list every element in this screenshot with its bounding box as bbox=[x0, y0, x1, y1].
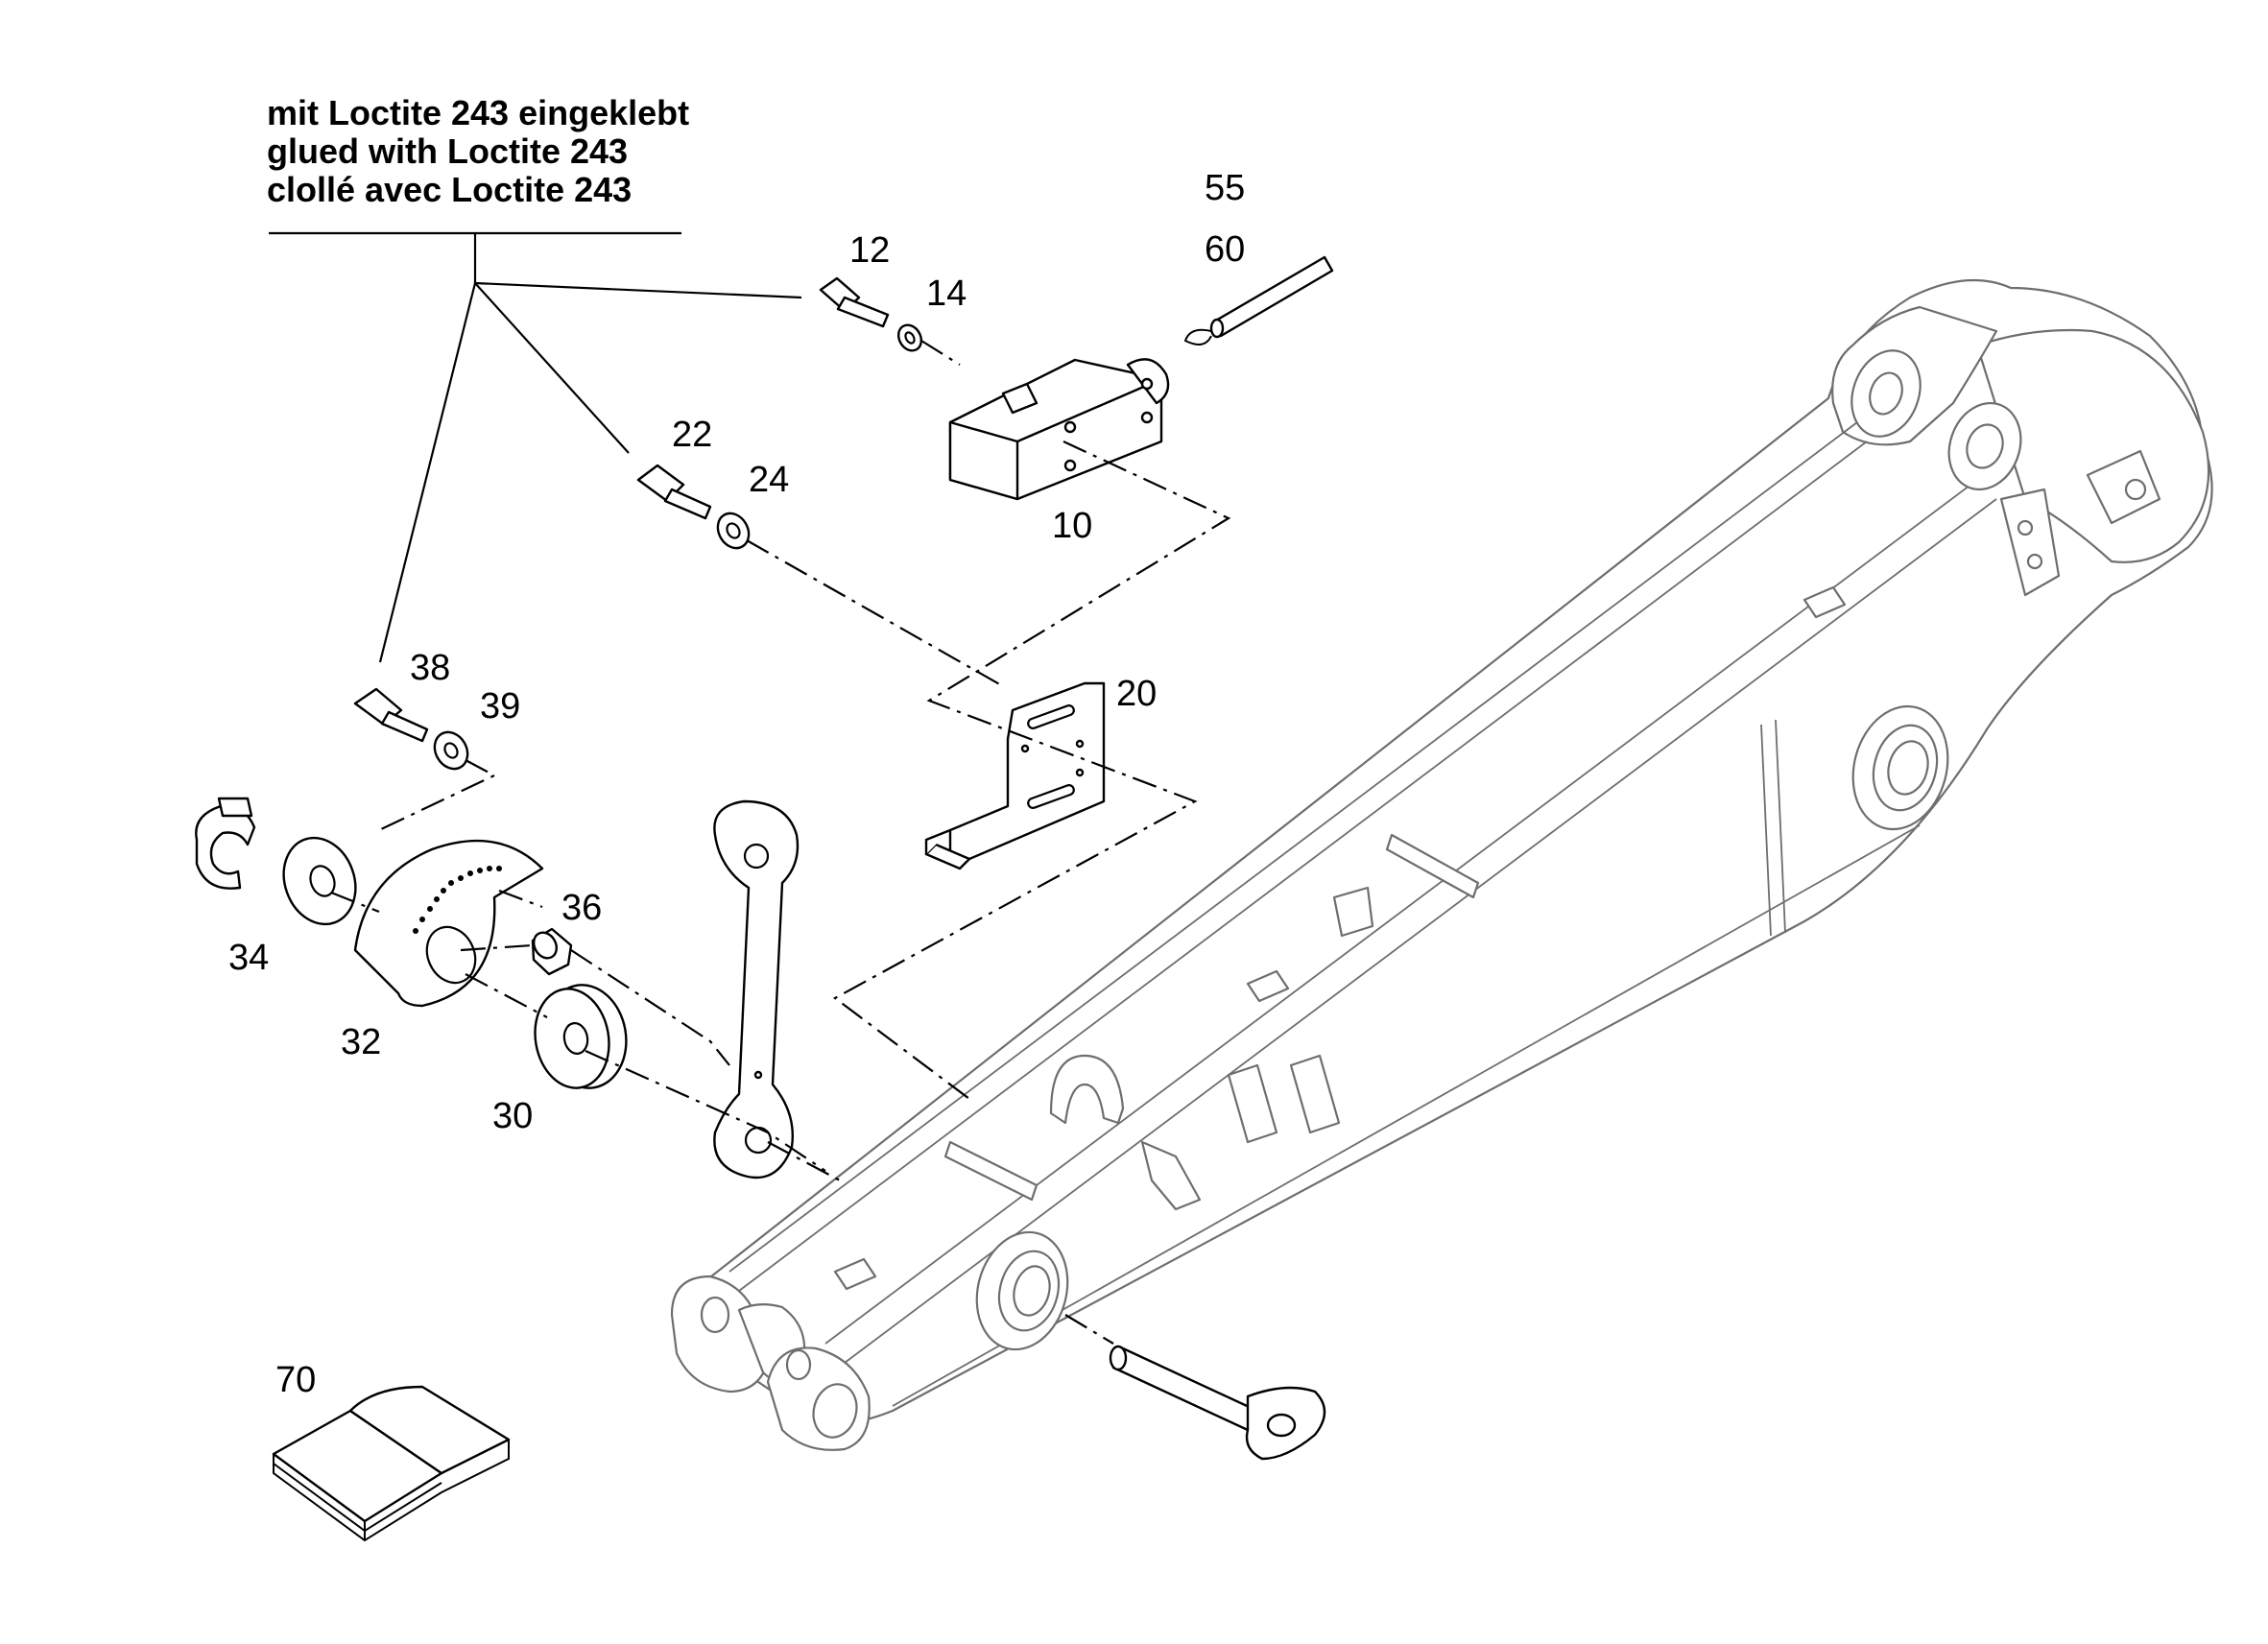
cable-part-55-60 bbox=[1183, 255, 1334, 345]
manual-book-part-70 bbox=[272, 1385, 511, 1542]
washer-part-39 bbox=[433, 730, 469, 771]
bolt-part-38 bbox=[353, 687, 429, 743]
label-24: 24 bbox=[749, 460, 789, 500]
label-38: 38 bbox=[410, 648, 450, 688]
label-22: 22 bbox=[672, 415, 712, 455]
label-10: 10 bbox=[1052, 506, 1092, 546]
washer-part-14 bbox=[896, 323, 923, 352]
bushing-part-36 bbox=[531, 927, 573, 976]
washer-part-24 bbox=[716, 512, 751, 550]
bolt-part-12 bbox=[819, 276, 890, 328]
clamp-part-34 bbox=[195, 797, 357, 926]
label-70: 70 bbox=[275, 1360, 316, 1400]
note-leaders bbox=[269, 231, 802, 663]
label-34: 34 bbox=[228, 938, 269, 978]
label-60: 60 bbox=[1205, 229, 1245, 270]
boom-arm bbox=[670, 278, 2213, 1451]
note-german: mit Loctite 243 eingeklebt bbox=[267, 93, 689, 132]
label-32: 32 bbox=[341, 1022, 381, 1062]
label-36: 36 bbox=[561, 888, 602, 928]
label-20: 20 bbox=[1116, 674, 1157, 714]
bolt-part-22 bbox=[636, 464, 712, 520]
label-12: 12 bbox=[849, 230, 890, 271]
link-rod bbox=[713, 799, 800, 1179]
sensor-part-10 bbox=[948, 358, 1170, 501]
spacer-ring-part-30 bbox=[534, 984, 628, 1089]
assembly-lines bbox=[330, 340, 1231, 1181]
note-french: clollé avec Loctite 243 bbox=[267, 170, 632, 209]
segment-disc-part-32 bbox=[353, 839, 544, 1008]
label-30: 30 bbox=[492, 1096, 533, 1136]
label-14: 14 bbox=[926, 274, 967, 314]
label-39: 39 bbox=[480, 686, 520, 727]
boom-pin bbox=[1064, 1314, 1326, 1461]
segment-holes bbox=[413, 866, 502, 934]
note-english: glued with Loctite 243 bbox=[267, 131, 628, 171]
bracket-part-20 bbox=[924, 681, 1106, 870]
label-55: 55 bbox=[1205, 168, 1245, 208]
